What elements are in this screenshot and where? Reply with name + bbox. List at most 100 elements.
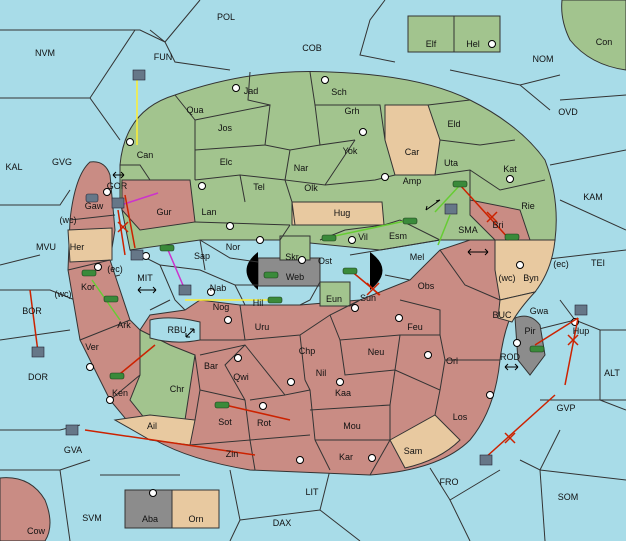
province-her[interactable]	[67, 227, 113, 263]
sea-label-cob: COB	[302, 43, 322, 53]
supply-center	[256, 236, 264, 244]
province-label-ken: Ken	[112, 388, 128, 398]
army-unit	[452, 180, 468, 188]
supply-center	[103, 188, 111, 196]
army-unit	[103, 295, 119, 303]
army-unit	[402, 217, 418, 225]
fleet-unit	[574, 304, 588, 316]
army-unit	[109, 372, 125, 380]
province-label-aba: Aba	[142, 514, 158, 524]
supply-center	[126, 138, 134, 146]
supply-center	[486, 391, 494, 399]
province-label-chp: Chp	[299, 346, 316, 356]
supply-center	[142, 252, 150, 260]
move-order	[29, 289, 39, 353]
province-skr[interactable]	[279, 235, 311, 261]
supply-center	[296, 456, 304, 464]
province-label-mel: Mel	[410, 252, 425, 262]
province-eun[interactable]	[319, 281, 351, 307]
province-label-mou: Mou	[343, 421, 361, 431]
sea-label-pol: POL	[217, 12, 235, 22]
sea-label-mit: MIT	[137, 273, 153, 283]
province-pir[interactable]	[514, 315, 546, 376]
province-label-ark: Ark	[117, 320, 131, 330]
sea-labels: POL NVM FUN COB NOM Con OVD KAL GVG KAM …	[5, 12, 620, 536]
province-gur[interactable]	[121, 179, 196, 231]
failed-order-x	[567, 334, 579, 346]
province-label-orn: Orn	[188, 514, 203, 524]
failed-order-x	[366, 282, 380, 296]
province-gwa[interactable]	[497, 291, 537, 323]
supply-center	[513, 339, 521, 347]
province-label-rot: Rot	[257, 418, 272, 428]
island-orn[interactable]	[171, 489, 220, 529]
province-label-esm: Esm	[389, 231, 407, 241]
move-order	[84, 429, 256, 456]
province-label-bar: Bar	[204, 361, 218, 371]
supply-center	[198, 182, 206, 190]
sea-label-svm: SVM	[82, 513, 102, 523]
move-order	[124, 194, 136, 249]
province-label-hil: Hil	[253, 298, 264, 308]
province-label-lan: Lan	[201, 207, 216, 217]
province-label-nil: Nil	[316, 368, 327, 378]
double-arrow-icon	[112, 171, 125, 179]
army-unit	[263, 271, 279, 279]
island-cow[interactable]	[0, 477, 51, 541]
army-unit	[529, 345, 545, 353]
province-ail[interactable]	[113, 414, 196, 446]
province-label-sot: Sot	[218, 417, 232, 427]
province-label-orl: Orl	[446, 356, 458, 366]
sea-label-gvg: GVG	[52, 157, 72, 167]
sea-label-gva: GVA	[64, 445, 82, 455]
convoy-order	[329, 219, 411, 238]
sea-label-dax: DAX	[273, 518, 292, 528]
supply-center	[226, 222, 234, 230]
province-label-hug: Hug	[334, 208, 351, 218]
province-label-kat: Kat	[503, 164, 517, 174]
province-sam[interactable]	[389, 414, 461, 469]
province-label-ost: Ost	[318, 256, 333, 266]
fleet-unit	[479, 454, 493, 466]
supply-center	[321, 76, 329, 84]
province-label-nor: Nor	[226, 242, 241, 252]
retreat-order	[117, 192, 159, 207]
supply-centers	[86, 40, 579, 497]
fleet-unit	[178, 284, 192, 296]
province-label-eun: Eun	[326, 294, 342, 304]
army-unit	[267, 296, 283, 304]
province-label-ver: Ver	[85, 342, 99, 352]
province-label-byn: Byn	[523, 273, 539, 283]
province-label-elc: Elc	[220, 157, 233, 167]
supply-center	[381, 173, 389, 181]
province-label-olk: Olk	[304, 183, 318, 193]
move-order	[224, 404, 291, 421]
province-label-los: Los	[453, 412, 468, 422]
fleet-unit	[111, 197, 125, 209]
province-label-nog: Nog	[213, 302, 230, 312]
supply-center	[351, 304, 359, 312]
province-label-sun: Sun	[360, 293, 376, 303]
sea-label-nom: NOM	[533, 54, 554, 64]
army-unit	[214, 401, 230, 409]
coast-tags: GOR (wc) (ec) (wc) (wc) (ec)	[55, 181, 569, 299]
sea-label-fun: FUN	[154, 52, 173, 62]
supply-center	[336, 378, 344, 386]
coast-tag-ec: (ec)	[107, 264, 123, 274]
province-label-car: Car	[405, 147, 420, 157]
province-label-qua: Qua	[186, 105, 203, 115]
province-label-yok: Yok	[343, 146, 358, 156]
province-label-can: Can	[137, 150, 154, 160]
move-order	[459, 184, 511, 241]
province-label-neu: Neu	[368, 347, 385, 357]
island-con[interactable]	[561, 0, 626, 71]
province-car[interactable]	[384, 104, 441, 176]
fleet-unit	[31, 346, 45, 358]
sea-label-kal: KAL	[5, 162, 22, 172]
province-label-hup: Hup	[573, 326, 590, 336]
province-label-her: Her	[70, 242, 85, 252]
supply-center	[94, 263, 102, 271]
fleet-unit	[130, 249, 144, 261]
army-unit	[504, 233, 520, 241]
